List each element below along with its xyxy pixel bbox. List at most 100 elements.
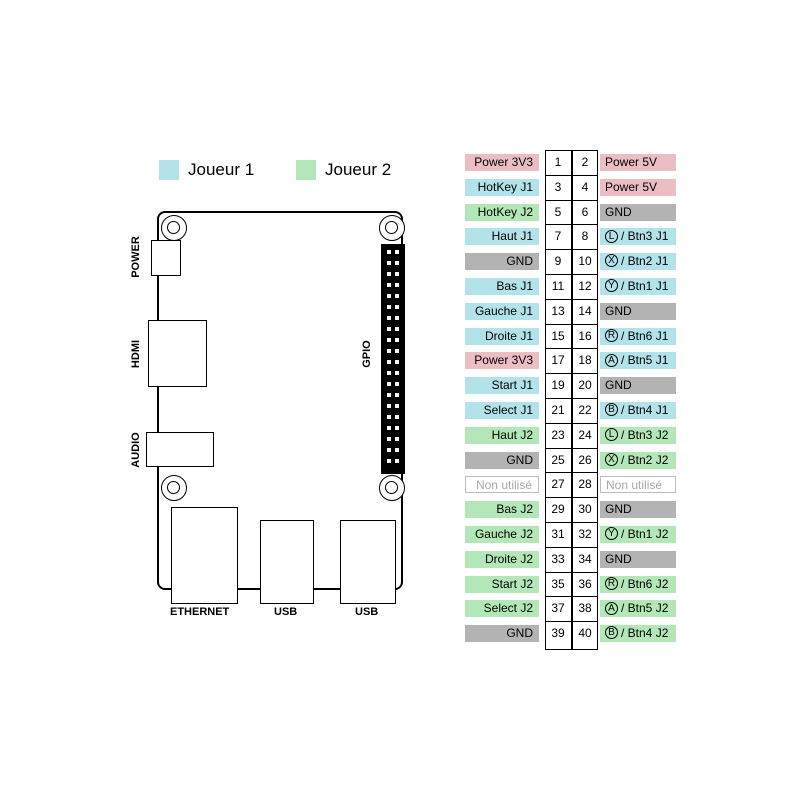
legend-swatch-player1 bbox=[159, 160, 179, 180]
pin-label-right-text: / Btn6 J1 bbox=[621, 328, 669, 343]
gpio-pin bbox=[387, 272, 391, 276]
pin-label-left: Start J1 bbox=[465, 377, 539, 395]
pin-number: 1 bbox=[554, 154, 562, 169]
gpio-header bbox=[381, 244, 405, 474]
gpio-pin bbox=[387, 437, 391, 441]
pin-number: 13 bbox=[551, 303, 565, 318]
hdmi-port bbox=[148, 320, 207, 387]
legend-label-player1: Joueur 1 bbox=[188, 160, 255, 179]
legend-label-player2: Joueur 2 bbox=[325, 160, 392, 179]
pin-row-separator bbox=[545, 422, 598, 424]
power-port-label: POWER bbox=[130, 236, 142, 278]
gpio-pin bbox=[395, 250, 399, 254]
pin-label-right: Non utilisé bbox=[600, 476, 676, 494]
pin-label-left: Non utilisé bbox=[465, 476, 539, 494]
pin-label-right: GND bbox=[600, 501, 676, 519]
pin-label-right-text: / Btn1 J2 bbox=[621, 526, 669, 541]
gpio-label: GPIO bbox=[361, 340, 373, 368]
gpio-pin bbox=[387, 305, 391, 309]
pin-number: 23 bbox=[551, 427, 565, 442]
pin-label-left: Start J2 bbox=[465, 575, 539, 593]
pin-number: 16 bbox=[578, 328, 592, 343]
pin-label-left: Haut J2 bbox=[465, 426, 539, 444]
pin-label-right: Power 5V bbox=[600, 178, 676, 196]
gpio-pin bbox=[387, 404, 391, 408]
mounting-hole-top-right bbox=[379, 215, 405, 241]
pin-number: 39 bbox=[551, 626, 565, 641]
pin-number: 5 bbox=[554, 204, 562, 219]
usb-port-2 bbox=[340, 520, 396, 604]
pin-number: 30 bbox=[578, 502, 592, 517]
pin-row-separator bbox=[545, 373, 598, 375]
pin-label-left: Haut J1 bbox=[465, 228, 539, 246]
pin-number: 6 bbox=[581, 204, 589, 219]
pin-number: 3 bbox=[554, 179, 562, 194]
pin-number: 34 bbox=[578, 551, 592, 566]
pin-number: 35 bbox=[551, 576, 565, 591]
pin-label-left: Droite J1 bbox=[465, 327, 539, 345]
pin-label-right: Y/ Btn1 J1 bbox=[600, 277, 676, 295]
pin-row-separator bbox=[545, 174, 598, 176]
power-port bbox=[151, 240, 181, 276]
pin-label-right-text: / Btn5 J2 bbox=[621, 601, 669, 616]
pin-number: 10 bbox=[578, 254, 592, 269]
pin-row-separator bbox=[545, 596, 598, 598]
pin-number: 4 bbox=[581, 179, 589, 194]
gpio-pin bbox=[395, 371, 399, 375]
pin-number: 20 bbox=[578, 378, 592, 393]
gpio-pin bbox=[395, 360, 399, 364]
pin-label-left: GND bbox=[465, 451, 539, 469]
pin-row-separator bbox=[545, 571, 598, 573]
pin-label-left: Gauche J2 bbox=[465, 525, 539, 543]
pin-label-left: Bas J2 bbox=[465, 501, 539, 519]
gpio-pin bbox=[387, 459, 391, 463]
button-y-icon: Y bbox=[605, 527, 618, 541]
usb-port-1-label: USB bbox=[274, 606, 298, 618]
pin-number: 25 bbox=[551, 452, 565, 467]
button-y-icon: Y bbox=[605, 279, 618, 293]
pin-row-separator bbox=[545, 447, 598, 449]
pin-row-separator bbox=[545, 224, 598, 226]
pin-label-right-text: / Btn2 J1 bbox=[621, 254, 669, 269]
legend-swatch-player2 bbox=[296, 160, 316, 180]
button-x-icon: X bbox=[605, 254, 618, 268]
gpio-pin bbox=[387, 360, 391, 364]
pin-number: 11 bbox=[551, 278, 565, 293]
gpio-pin bbox=[387, 338, 391, 342]
pin-label-left: Droite J2 bbox=[465, 550, 539, 568]
button-b-icon: B bbox=[605, 626, 618, 640]
pin-number: 27 bbox=[551, 477, 565, 492]
gpio-pin bbox=[395, 382, 399, 386]
pin-label-left: GND bbox=[465, 625, 539, 643]
gpio-pin bbox=[395, 448, 399, 452]
gpio-pin bbox=[387, 316, 391, 320]
gpio-pin bbox=[387, 261, 391, 265]
pin-label-right: L/ Btn3 J1 bbox=[600, 228, 676, 246]
pin-number: 26 bbox=[578, 452, 592, 467]
gpio-pin bbox=[387, 448, 391, 452]
button-r-icon: R bbox=[605, 576, 618, 590]
pin-number: 31 bbox=[551, 526, 565, 541]
pin-row-separator bbox=[545, 522, 598, 523]
button-l-icon: L bbox=[605, 428, 618, 442]
pin-row-separator bbox=[545, 298, 598, 300]
pin-row-separator bbox=[545, 621, 598, 623]
pin-label-right: A/ Btn5 J2 bbox=[600, 600, 676, 618]
button-a-icon: A bbox=[605, 601, 618, 615]
pin-label-right: B/ Btn4 J1 bbox=[600, 401, 676, 419]
pin-label-right-text: / Btn2 J2 bbox=[621, 452, 669, 467]
pin-row-separator bbox=[545, 348, 598, 350]
pin-label-right: X/ Btn2 J2 bbox=[600, 451, 676, 469]
gpio-pin bbox=[395, 415, 399, 419]
gpio-pin bbox=[387, 349, 391, 353]
audio-port-label: AUDIO bbox=[130, 432, 142, 468]
pin-row-separator bbox=[545, 546, 598, 548]
pin-number: 24 bbox=[578, 427, 592, 442]
button-l-icon: L bbox=[605, 229, 618, 243]
pin-number: 2 bbox=[581, 154, 589, 169]
gpio-pin bbox=[395, 316, 399, 320]
gpio-pin bbox=[395, 305, 399, 309]
pin-grid-divider bbox=[571, 151, 573, 649]
pin-number: 7 bbox=[554, 229, 562, 244]
gpio-pin bbox=[387, 327, 391, 331]
